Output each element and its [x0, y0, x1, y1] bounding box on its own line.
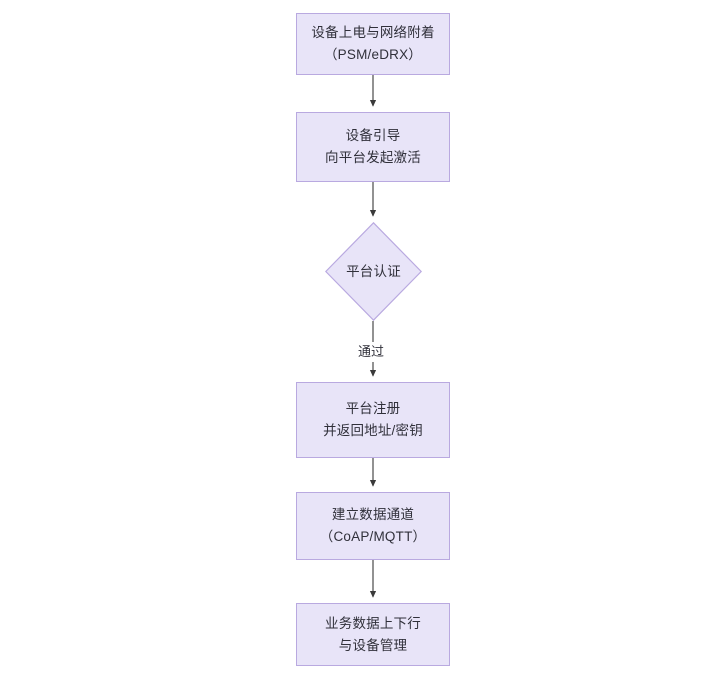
node-platform-registration[interactable]: 平台注册 并返回地址/密钥 — [296, 382, 450, 458]
node-platform-authentication[interactable]: 平台认证 — [325, 222, 422, 321]
diamond-shape — [325, 222, 422, 321]
node-business-data-and-device-management[interactable]: 业务数据上下行 与设备管理 — [296, 603, 450, 666]
node-device-bootstrap[interactable]: 设备引导 向平台发起激活 — [296, 112, 450, 182]
node-establish-data-channel[interactable]: 建立数据通道 （CoAP/MQTT） — [296, 492, 450, 560]
node-label: 平台注册 并返回地址/密钥 — [323, 401, 423, 438]
node-label: 设备引导 向平台发起激活 — [325, 128, 421, 165]
node-label: 建立数据通道 （CoAP/MQTT） — [319, 507, 427, 544]
node-label: 业务数据上下行 与设备管理 — [325, 615, 421, 653]
node-device-power-on[interactable]: 设备上电与网络附着 （PSM/eDRX） — [296, 13, 450, 75]
node-label: 设备上电与网络附着 （PSM/eDRX） — [311, 25, 435, 62]
node-label: 平台认证 — [346, 263, 401, 279]
edge-label-pass: 通过 — [355, 342, 388, 362]
